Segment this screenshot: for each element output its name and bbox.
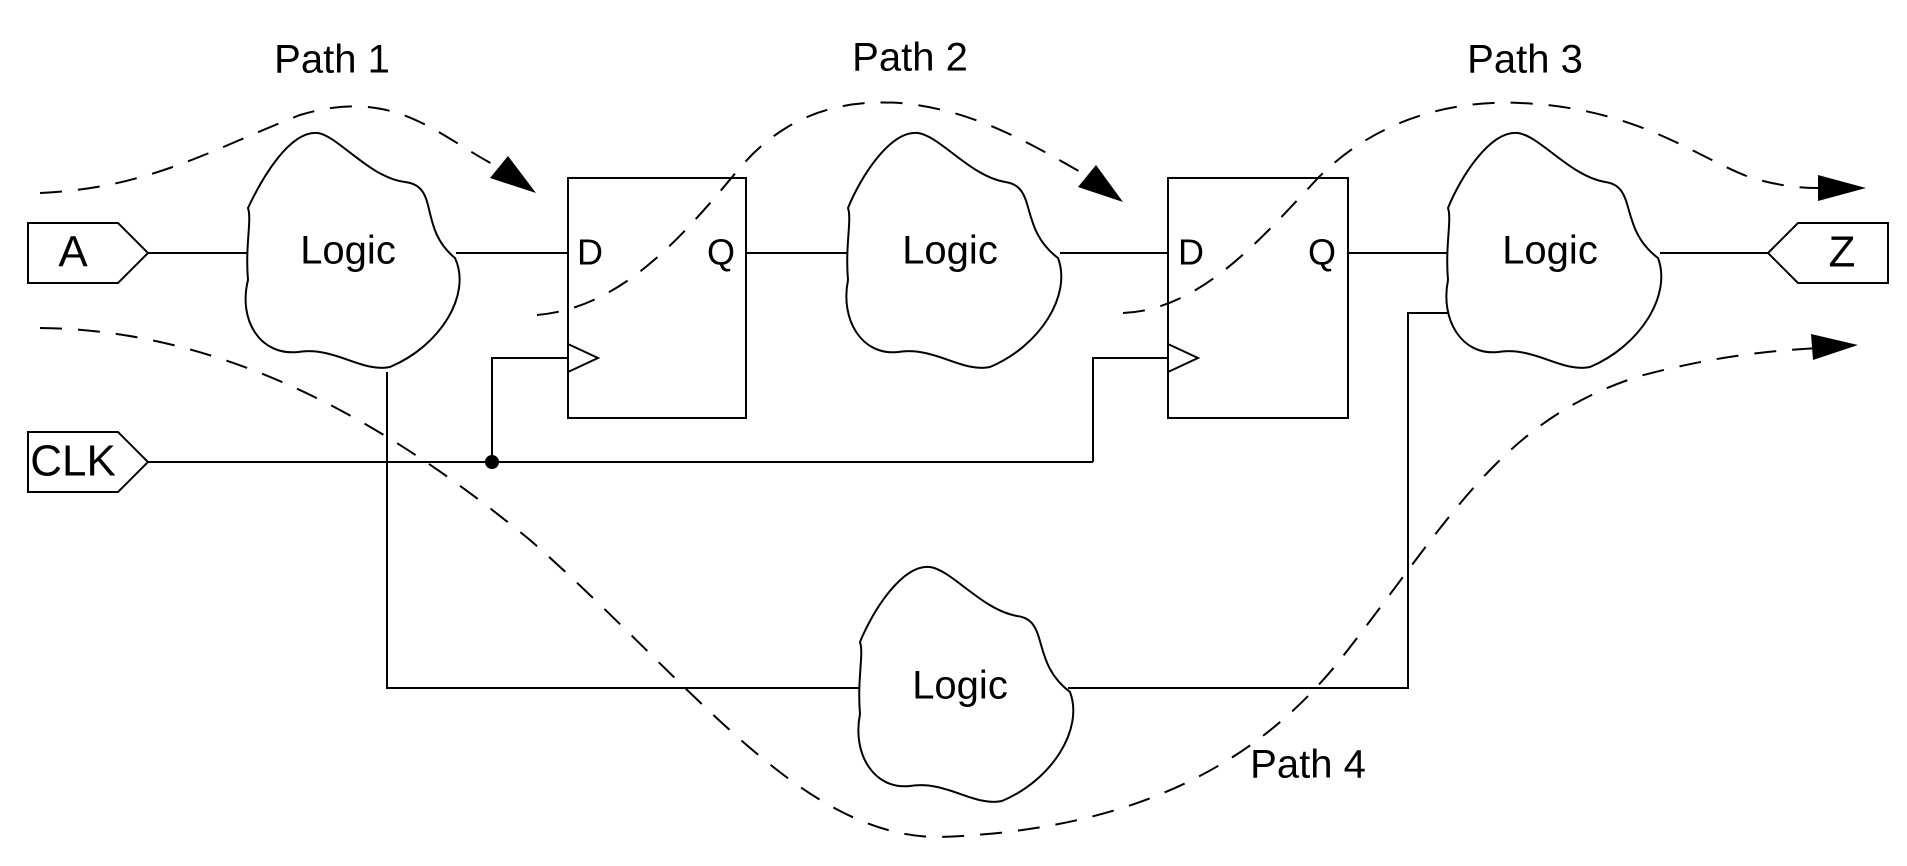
- flip-flop-2: D Q: [1167, 177, 1349, 419]
- port-a-label: A: [58, 228, 88, 277]
- timing-path-3: Path 3: [1122, 38, 1866, 314]
- logic-block-2: Logic: [845, 131, 1063, 369]
- ff2-q-pin-label: Q: [1308, 232, 1336, 273]
- wire-clk-to-ff2: [1092, 357, 1168, 462]
- port-z: Z: [1766, 222, 1889, 284]
- ff1-d-pin-label: D: [577, 232, 603, 273]
- port-clk: CLK: [27, 431, 150, 493]
- logic-block-1: Logic: [244, 131, 461, 369]
- port-a: A: [27, 222, 150, 284]
- ff2-d-pin-label: D: [1178, 232, 1204, 273]
- logic-block-2-label: Logic: [902, 229, 998, 273]
- clk-junction-dot: [485, 455, 499, 469]
- path-1-arrowhead: [490, 156, 536, 193]
- logic-block-1-label: Logic: [300, 229, 396, 273]
- logic-block-3: Logic: [1445, 131, 1663, 369]
- timing-path-1: Path 1: [39, 38, 536, 194]
- port-z-label: Z: [1829, 228, 1856, 277]
- wire-logic4-to-logic3: [1068, 312, 1455, 689]
- timing-path-2: Path 2: [536, 36, 1123, 316]
- path-1-label: Path 1: [274, 38, 390, 82]
- path-2-arrowhead: [1078, 165, 1123, 202]
- logic-block-4: Logic: [857, 565, 1075, 803]
- ff1-clock-triangle: [567, 343, 601, 373]
- path-3-arrowhead: [1818, 175, 1866, 201]
- logic-block-3-label: Logic: [1502, 229, 1598, 273]
- flip-flop-1: D Q: [567, 177, 747, 419]
- port-clk-label: CLK: [30, 437, 116, 486]
- ff2-clock-triangle: [1167, 343, 1201, 373]
- wire-clk-to-ff1: [491, 357, 568, 462]
- wire-logic1-to-logic4: [386, 372, 860, 689]
- ff1-q-pin-label: Q: [707, 232, 735, 273]
- timing-path-4: Path 4: [39, 327, 1858, 839]
- path-2-label: Path 2: [852, 36, 968, 80]
- path-4-label: Path 4: [1250, 743, 1366, 787]
- logic-block-4-label: Logic: [912, 664, 1008, 708]
- path-4-arrowhead: [1811, 334, 1858, 360]
- path-3-label: Path 3: [1467, 38, 1583, 82]
- wires: [148, 252, 1768, 689]
